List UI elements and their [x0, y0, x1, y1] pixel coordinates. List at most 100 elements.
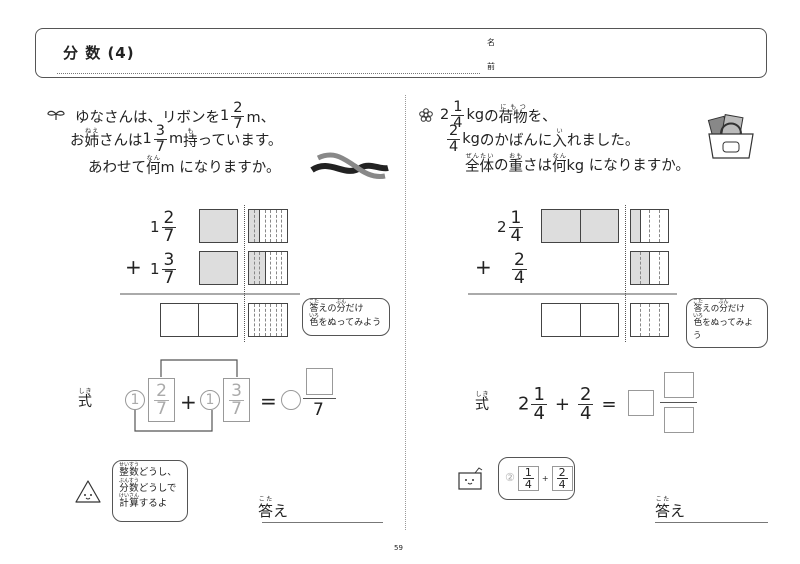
whole-unit-box — [199, 251, 238, 285]
answer-denominator: 7 — [313, 400, 324, 420]
answer-whole-box[interactable] — [198, 303, 238, 337]
strip-segment — [253, 210, 260, 242]
strip-segment — [639, 252, 649, 284]
answer-whole-circle[interactable] — [281, 390, 301, 410]
strip-segment[interactable] — [275, 304, 282, 336]
title-dotted-line — [57, 73, 480, 74]
sum-line — [120, 293, 300, 295]
strip-segment — [639, 210, 650, 242]
strip-segment — [631, 252, 640, 284]
name-label-top: 名 — [487, 38, 495, 47]
strip-segment[interactable] — [253, 304, 260, 336]
page-number: 59 — [394, 544, 403, 552]
strip-segment — [649, 252, 659, 284]
whole-unit-box — [580, 209, 619, 243]
plus-sign: + — [180, 390, 197, 414]
name-field[interactable] — [500, 40, 760, 74]
center-divider — [405, 95, 406, 530]
answer-whole-box[interactable] — [580, 303, 619, 337]
problem1-line3: あわせて何なん m になりますか。 — [88, 155, 281, 177]
strip-segment[interactable] — [631, 304, 640, 336]
strip-segment — [281, 210, 287, 242]
hint-bubble: 答こたえの分ぶんだけ 色いろをぬってみよう — [686, 298, 768, 348]
dotted-separator — [244, 205, 245, 342]
strip-segment — [270, 252, 276, 284]
strip-segment — [259, 210, 265, 242]
plus-sign: + — [475, 255, 492, 279]
strip-segment — [275, 252, 282, 284]
strip-segment — [249, 252, 254, 284]
bag-illustration — [707, 114, 754, 159]
whole-number-circle: 1 — [200, 390, 220, 410]
answer-fraction-strip[interactable] — [630, 303, 669, 337]
fraction-bar — [303, 398, 336, 399]
strip-segment[interactable] — [259, 304, 265, 336]
fraction-strip — [248, 251, 288, 285]
strip-segment — [275, 210, 282, 242]
strip-segment — [631, 210, 640, 242]
rice-ball-character-icon — [75, 480, 101, 503]
fraction-strip — [248, 209, 288, 243]
shiki-label: 式しき — [475, 391, 489, 413]
fraction-strip — [630, 251, 669, 285]
flower-icon — [419, 108, 433, 122]
strip-segment[interactable] — [658, 304, 669, 336]
strip-segment — [270, 210, 276, 242]
answer-line[interactable] — [655, 522, 768, 523]
robot-character-icon — [458, 467, 483, 490]
name-label-bottom: 前 — [487, 62, 495, 71]
answer-whole-box[interactable] — [628, 390, 654, 416]
whole-number-circle: 1 — [125, 390, 145, 410]
whole-unit-box — [541, 209, 581, 243]
answer-numerator-box[interactable] — [664, 372, 694, 398]
shiki-label: 式しき — [78, 388, 92, 410]
formula-connectors — [134, 359, 238, 432]
equals-sign: = — [260, 389, 277, 413]
answer-label: 答こたえ — [258, 496, 289, 520]
strip-segment[interactable] — [270, 304, 276, 336]
strip-segment — [253, 252, 260, 284]
sprout-icon — [47, 110, 65, 120]
strip-segment — [658, 210, 669, 242]
worksheet-title: 分 数 (4) — [63, 44, 135, 62]
strip-segment[interactable] — [639, 304, 650, 336]
strip-segment — [281, 252, 287, 284]
answer-whole-box[interactable] — [541, 303, 581, 337]
tip-bubble: 整数せいすうどうし、 分数ぶんすうどうしで 計算けいさんするよ — [112, 460, 188, 522]
strip-segment — [649, 210, 659, 242]
ribbon-illustration — [310, 152, 389, 179]
strip-segment[interactable] — [649, 304, 659, 336]
hint-bubble: 答こたえの分ぶんだけ 色いろをぬってみよう — [302, 298, 390, 336]
answer-numerator-box[interactable] — [306, 368, 333, 395]
sum-line — [468, 293, 677, 295]
fraction-strip — [630, 209, 669, 243]
answer-fraction-strip[interactable] — [248, 303, 288, 337]
dotted-separator — [625, 205, 626, 342]
problem2-line3: 全体ぜんたいの重おもさは何なん kg になりますか。 — [465, 153, 690, 175]
answer-label: 答こたえ — [655, 496, 686, 520]
strip-segment — [249, 210, 254, 242]
strip-segment[interactable] — [264, 304, 271, 336]
strip-segment — [264, 252, 271, 284]
answer-whole-box[interactable] — [160, 303, 199, 337]
strip-segment[interactable] — [281, 304, 287, 336]
plus-sign: + — [125, 255, 142, 279]
strip-segment — [264, 210, 271, 242]
answer-denominator-box[interactable] — [664, 407, 694, 433]
fraction-bar — [660, 402, 697, 403]
whole-unit-box — [199, 209, 238, 243]
answer-line[interactable] — [262, 522, 383, 523]
strip-segment — [259, 252, 265, 284]
